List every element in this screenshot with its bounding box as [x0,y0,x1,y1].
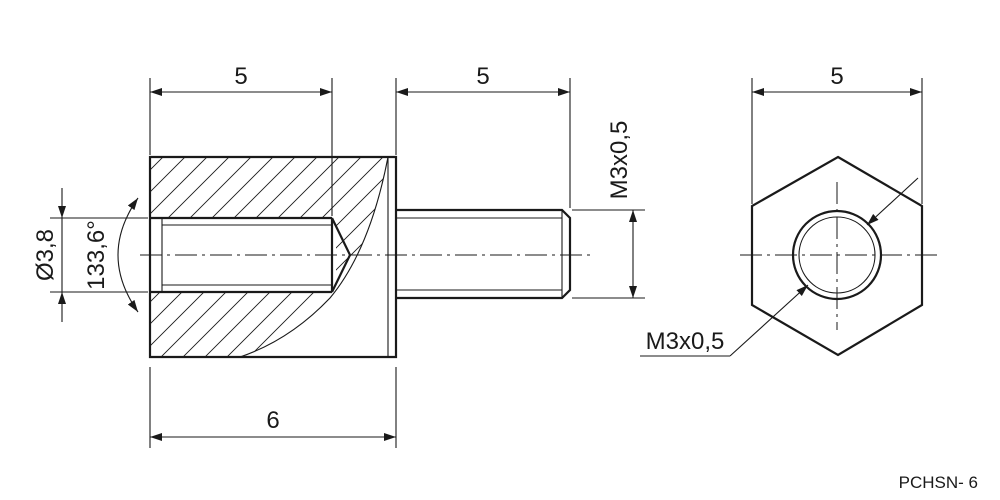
dim-overall-length: 6 [149,367,397,448]
dim-body-length: 5 [149,63,333,216]
dim-stud-thread: M3x0,5 [572,121,645,299]
end-view: 5 M3x0,5 [640,63,942,357]
dim-stud-thread-label: M3x0,5 [606,121,633,200]
leader-thread-spec-label: M3x0,5 [646,328,725,355]
dim-hole-diameter-label: Ø3,8 [32,229,59,281]
hatch-line [379,157,388,357]
dim-angle-label: 133,6° [83,220,110,290]
dim-overall-length-label: 6 [266,407,279,434]
part-code: PCHSN- 6 [899,473,978,492]
hex-body-outline [148,155,398,359]
dim-hole-diameter: Ø3,8 [32,188,148,322]
section-hatching [150,157,388,357]
hatch-line [225,157,388,357]
hatch-line [335,157,388,357]
dim-body-length-label: 5 [234,63,247,90]
dim-angle: 133,6° [83,197,139,313]
hatch-line [150,157,203,357]
hatch-line [150,157,247,357]
section-break-curve [239,156,389,358]
threaded-stud [396,208,572,300]
dim-across-flats-label: 5 [830,63,843,90]
dim-thread-length: 5 [395,63,571,208]
hatch-line [150,157,269,357]
leader-thread-spec: M3x0,5 [640,177,919,357]
hex-outline [750,155,924,357]
hatch-line [150,157,225,357]
dim-thread-length-label: 5 [476,63,489,90]
hatch-line [313,157,388,357]
dim-across-flats: 5 [751,63,923,204]
